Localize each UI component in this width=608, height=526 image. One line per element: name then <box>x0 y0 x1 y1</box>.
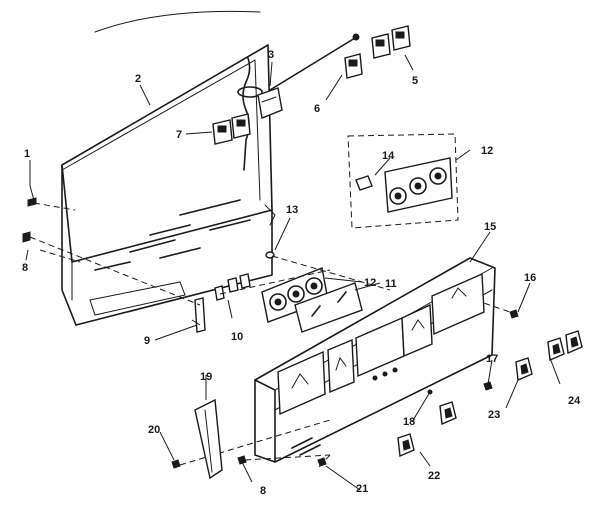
screw-part-21 <box>317 457 327 467</box>
callout-17: 17 <box>486 353 498 365</box>
callout-21: 21 <box>356 483 368 495</box>
callout-16: 16 <box>524 272 536 284</box>
callout-24: 24 <box>568 395 581 407</box>
screw-part-16 <box>509 309 519 319</box>
back-guard-panel <box>61 44 276 326</box>
screw-part-8-top <box>22 231 31 243</box>
assembly-line-4 <box>219 269 331 295</box>
callout-2: 2 <box>135 73 141 85</box>
screw-part-1 <box>27 185 37 207</box>
assembly-line-5 <box>271 255 391 291</box>
part-13 <box>265 251 275 259</box>
callout-7: 7 <box>176 129 182 141</box>
callout-6: 6 <box>314 103 320 115</box>
callout-5: 5 <box>412 75 418 87</box>
callout-8-top: 8 <box>22 262 28 274</box>
callout-12-upper: 12 <box>481 145 493 157</box>
assembly-line-3 <box>39 249 81 263</box>
control-insert-box <box>347 133 459 229</box>
callout-18: 18 <box>403 416 415 428</box>
switch-part-6 <box>344 53 363 79</box>
knob-part-23 <box>515 357 533 382</box>
callout-1: 1 <box>24 148 30 160</box>
screw-part-8-bottom <box>237 455 247 465</box>
knobs-part-22 <box>397 401 457 458</box>
knobs-part-10 <box>214 273 251 301</box>
callout-19: 19 <box>200 371 212 383</box>
assembly-line-1 <box>33 202 76 211</box>
handle-part-19 <box>194 398 223 480</box>
wire-rod <box>269 37 356 91</box>
control-insert-upper <box>384 157 453 213</box>
wire-clamp <box>257 87 283 119</box>
callout-9: 9 <box>144 335 150 347</box>
knobs-part-24 <box>547 330 583 362</box>
wire-loop <box>237 86 263 98</box>
switch-part-5 <box>371 25 411 59</box>
callout-20: 20 <box>148 424 160 436</box>
switch-part-7 <box>212 113 251 145</box>
assembly-line-8 <box>244 454 331 461</box>
callout-12-lower: 12 <box>364 277 376 289</box>
decorative-arc <box>94 10 261 33</box>
assembly-line-2 <box>29 236 201 306</box>
assembly-line-7 <box>179 419 331 466</box>
knob-part-14 <box>355 175 373 191</box>
callout-14: 14 <box>382 150 395 162</box>
bracket-part-9 <box>194 297 206 333</box>
callout-11: 11 <box>385 278 397 290</box>
rod-end <box>352 33 360 41</box>
callout-13: 13 <box>286 204 298 216</box>
assembly-line-6 <box>474 299 511 313</box>
callout-3: 3 <box>268 49 274 61</box>
callout-8-bottom: 8 <box>260 485 266 497</box>
callout-10: 10 <box>231 331 243 343</box>
screw-part-20 <box>171 459 181 469</box>
callout-22: 22 <box>428 470 440 482</box>
callout-23: 23 <box>488 409 500 421</box>
control-panel-part-15 <box>254 257 496 463</box>
label-plate <box>294 282 363 333</box>
callout-15: 15 <box>484 221 496 233</box>
